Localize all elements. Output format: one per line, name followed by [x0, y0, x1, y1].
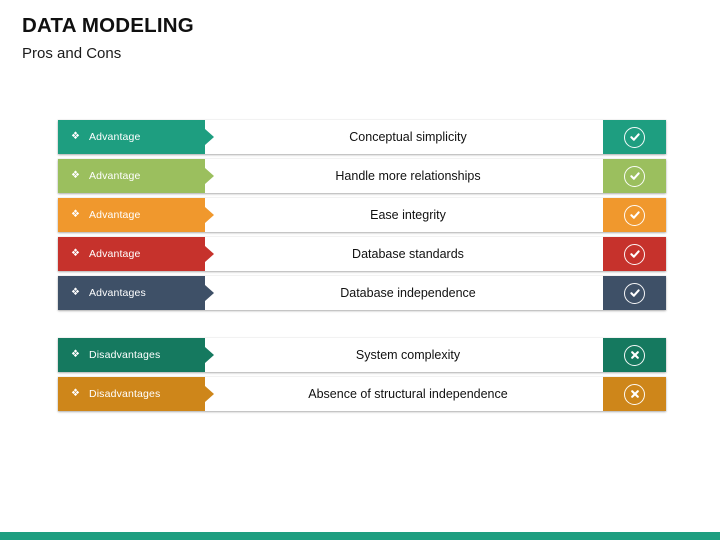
row-status-block — [603, 377, 666, 411]
cross-circle-icon — [624, 383, 645, 405]
row-description: Handle more relationships — [205, 159, 603, 193]
check-circle-icon — [624, 204, 645, 226]
row-description-text: Database independence — [340, 286, 476, 300]
row-description-text: System complexity — [355, 348, 461, 362]
row-description-text: Handle more relationships — [335, 169, 481, 183]
check-circle-icon — [624, 282, 645, 304]
bottom-accent-bar — [0, 532, 720, 540]
disadvantages-group: ❖ Disadvantages System complexity ❖ Disadvan… — [58, 338, 666, 411]
row-description: Absence of structural independence — [205, 377, 603, 411]
row-category-text: Advantage — [88, 170, 141, 182]
row-status-block — [603, 338, 666, 372]
pros-cons-list: ❖ Advantage Conceptual simplicity ❖ Advantag… — [58, 120, 666, 416]
list-item[interactable]: ❖ Advantages Database independence — [58, 276, 666, 310]
row-status-block — [603, 237, 666, 271]
diamond-bullet-icon: ❖ — [71, 209, 80, 220]
advantages-group: ❖ Advantage Conceptual simplicity ❖ Advantag… — [58, 120, 666, 310]
row-description-text: Database standards — [352, 247, 464, 261]
list-item[interactable]: ❖ Advantage Database standards — [58, 237, 666, 271]
diamond-bullet-icon: ❖ — [71, 349, 80, 360]
row-category-label: ❖ Disadvantages — [58, 377, 205, 411]
check-circle-icon — [624, 243, 645, 265]
row-description: Conceptual simplicity — [205, 120, 603, 154]
row-category-text: Advantage — [88, 209, 141, 221]
check-circle-icon — [624, 126, 645, 148]
row-status-block — [603, 276, 666, 310]
list-item[interactable]: ❖ Advantage Ease integrity — [58, 198, 666, 232]
row-category-label: ❖ Advantage — [58, 159, 205, 193]
diamond-bullet-icon: ❖ — [71, 287, 80, 298]
row-status-block — [603, 198, 666, 232]
check-circle-icon — [624, 165, 645, 187]
row-category-label: ❖ Advantages — [58, 276, 205, 310]
row-description-text: Absence of structural independence — [308, 387, 508, 401]
list-item[interactable]: ❖ Disadvantages Absence of structural inde… — [58, 377, 666, 411]
list-item[interactable]: ❖ Disadvantages System complexity — [58, 338, 666, 372]
diamond-bullet-icon: ❖ — [71, 170, 80, 181]
row-category-text: Disadvantages — [88, 388, 161, 400]
row-category-label: ❖ Advantage — [58, 237, 205, 271]
row-category-text: Disadvantages — [88, 349, 161, 361]
row-description: Ease integrity — [205, 198, 603, 232]
row-description: Database standards — [205, 237, 603, 271]
page-title: DATA MODELING — [22, 14, 194, 37]
row-category-text: Advantages — [88, 287, 146, 299]
diamond-bullet-icon: ❖ — [71, 248, 80, 259]
row-category-label: ❖ Advantage — [58, 120, 205, 154]
diamond-bullet-icon: ❖ — [71, 388, 80, 399]
row-category-text: Advantage — [88, 248, 141, 260]
row-status-block — [603, 120, 666, 154]
slide-header: DATA MODELING Pros and Cons — [22, 14, 682, 62]
row-category-text: Advantage — [88, 131, 141, 143]
row-category-label: ❖ Disadvantages — [58, 338, 205, 372]
row-description: Database independence — [205, 276, 603, 310]
page-subtitle: Pros and Cons — [22, 44, 122, 62]
row-description-text: Conceptual simplicity — [349, 130, 467, 144]
row-category-label: ❖ Advantage — [58, 198, 205, 232]
cross-circle-icon — [624, 344, 645, 366]
diamond-bullet-icon: ❖ — [71, 131, 80, 142]
row-description: System complexity — [205, 338, 603, 372]
row-description-text: Ease integrity — [370, 208, 446, 222]
row-status-block — [603, 159, 666, 193]
list-item[interactable]: ❖ Advantage Handle more relationships — [58, 159, 666, 193]
list-item[interactable]: ❖ Advantage Conceptual simplicity — [58, 120, 666, 154]
